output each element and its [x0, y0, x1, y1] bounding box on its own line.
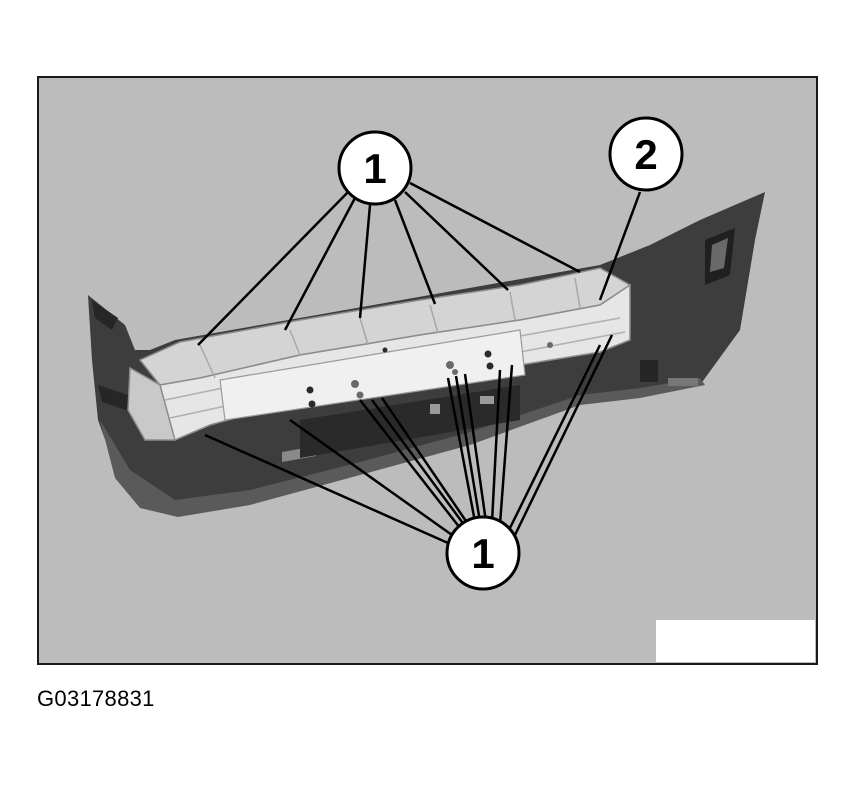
leader-lines — [197, 181, 642, 545]
callout-1-bottom-label: 1 — [471, 530, 494, 577]
callout-2: 2 — [608, 116, 684, 192]
bumper-inner-recess — [300, 385, 520, 458]
callout-2-label: 2 — [634, 131, 657, 178]
figure-caption-code: G03178831 — [37, 686, 155, 711]
corner-blank-box — [656, 620, 815, 662]
callout-1-top: 1 — [337, 130, 413, 206]
impact-absorber-bracket — [127, 267, 632, 441]
callout-1-bottom: 1 — [445, 515, 521, 591]
callout-1-top-label: 1 — [363, 145, 386, 192]
